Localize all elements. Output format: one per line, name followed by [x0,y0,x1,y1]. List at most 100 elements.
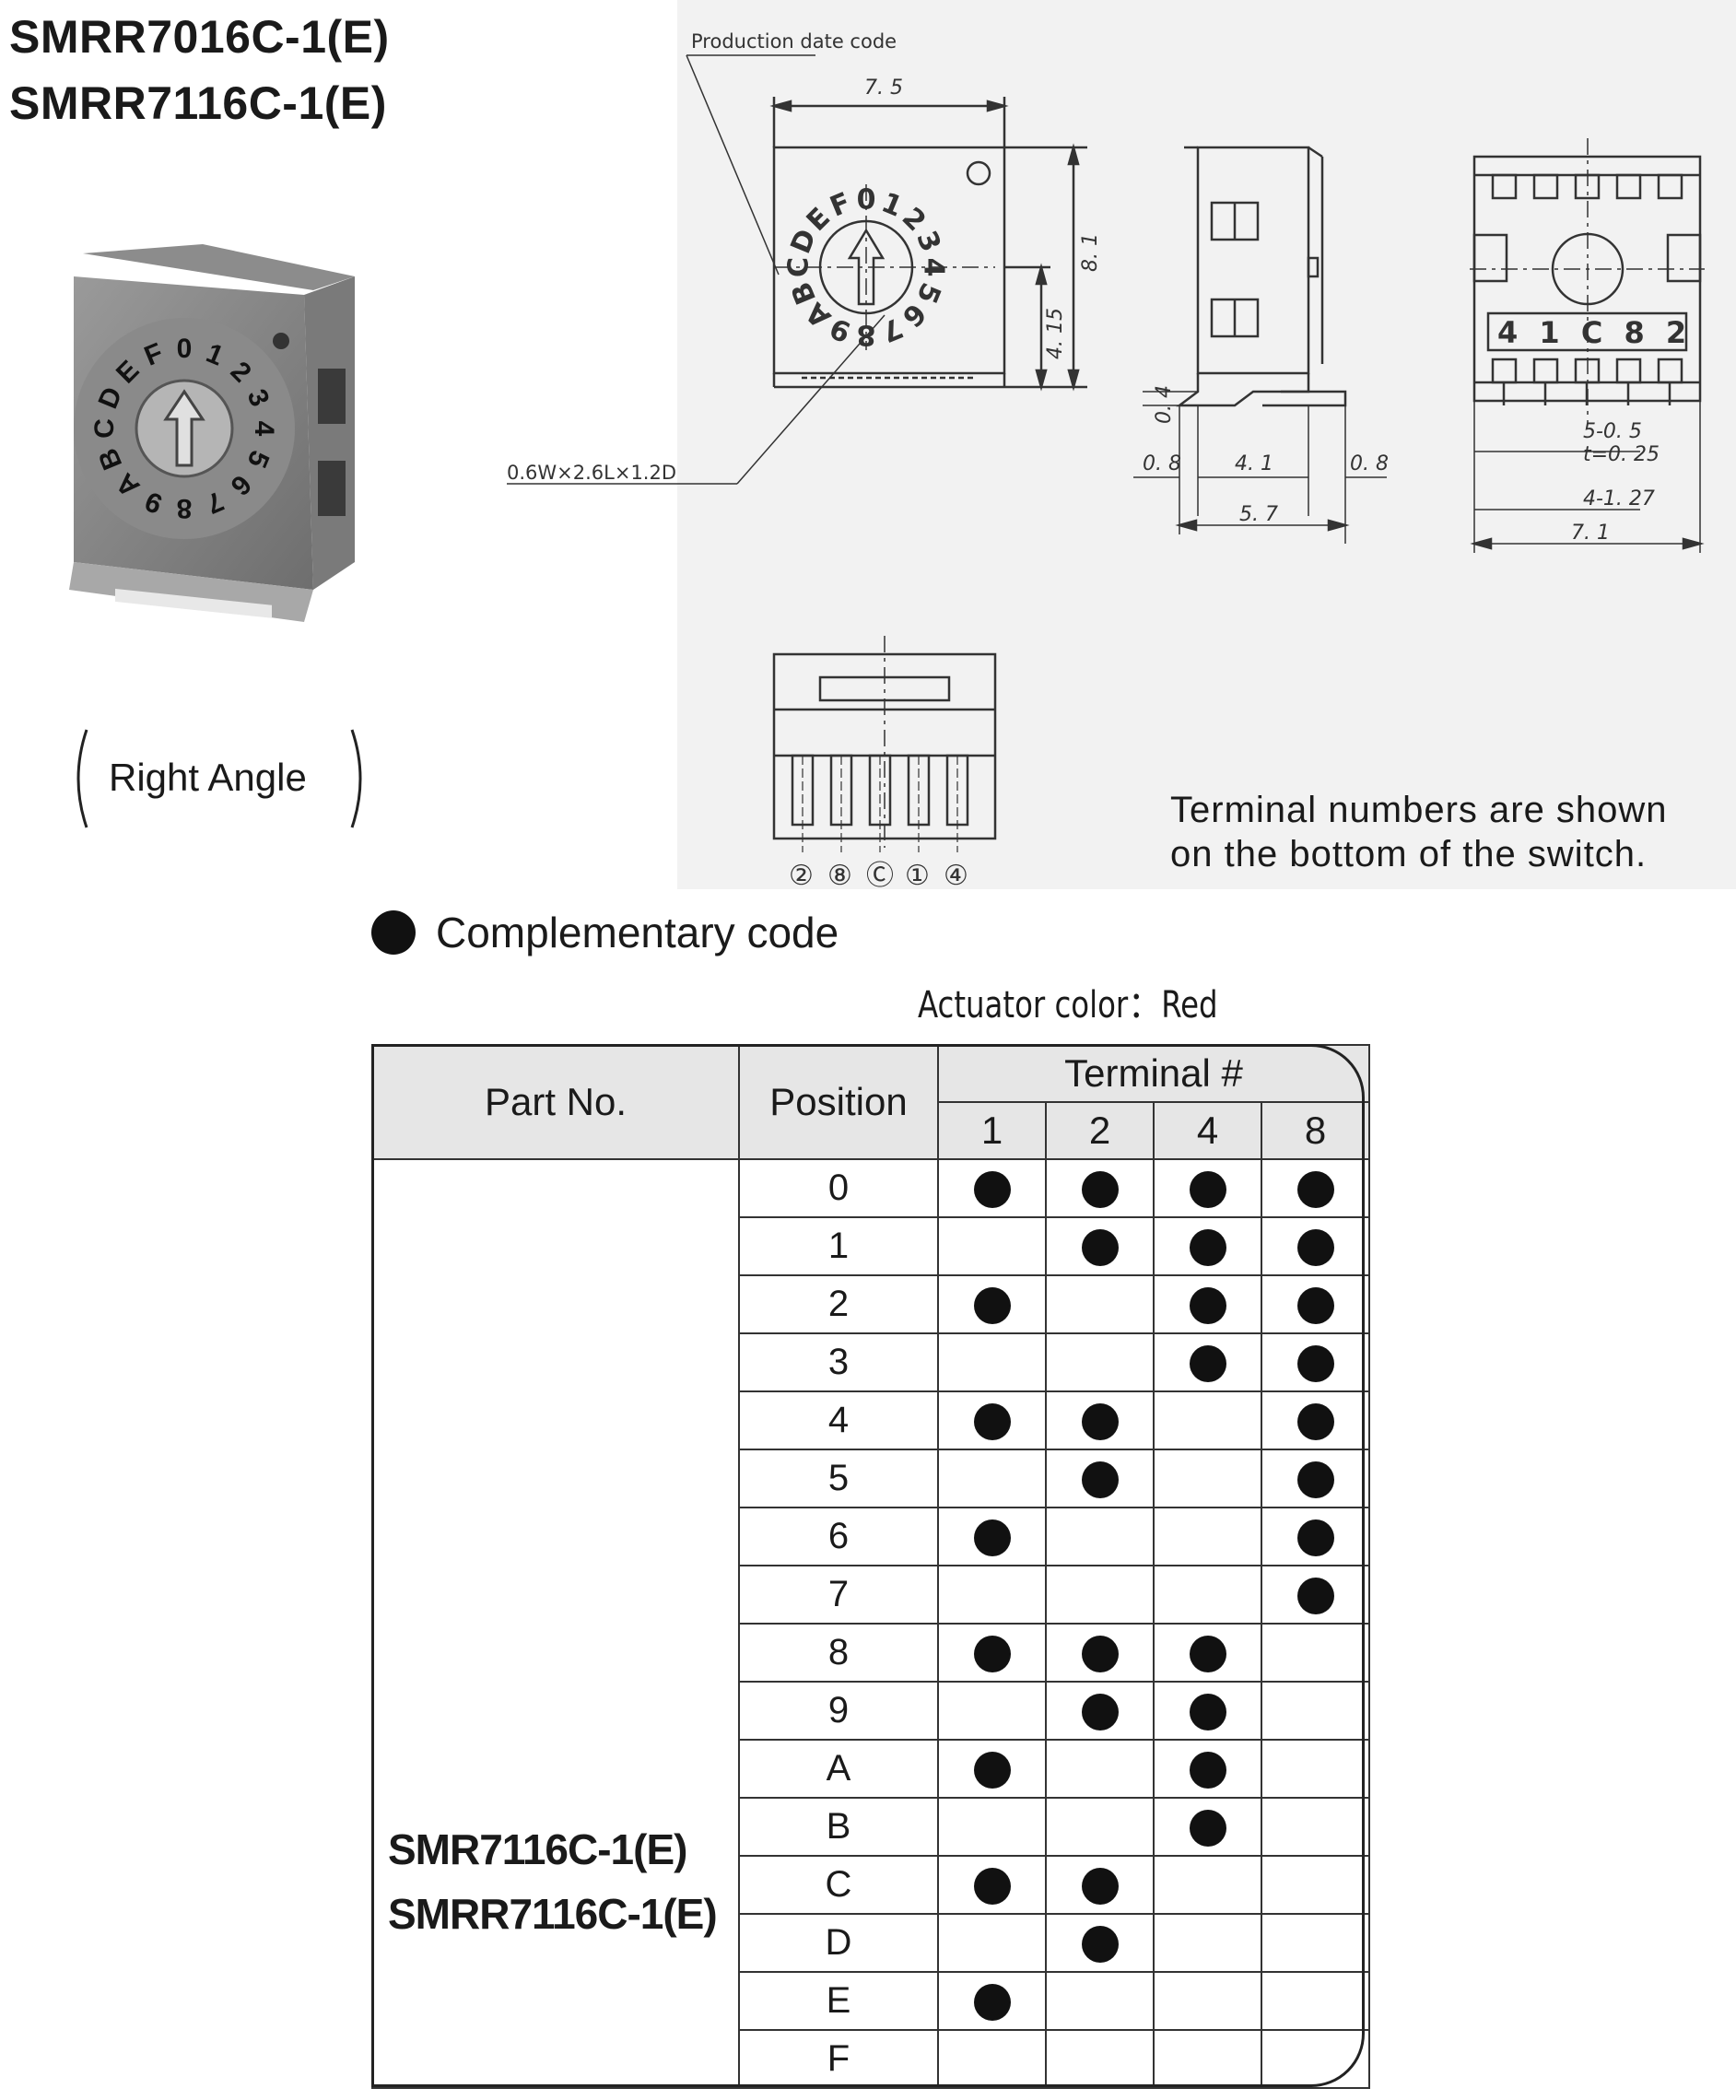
terminal-2-cell [1045,1623,1155,1683]
on-dot-icon [1296,1171,1334,1209]
terminal-4-cell [1153,1332,1262,1392]
header-part-no: Part No. [371,1044,740,1160]
terminal-8-cell [1261,1797,1370,1857]
terminal-8-cell [1261,1158,1370,1218]
position-cell: D [738,1913,939,1973]
position-cell: B [738,1797,939,1857]
terminal-8-cell [1261,1332,1370,1392]
dim-7-1: 7. 1 [1571,522,1610,545]
terminal-4-cell [1153,1623,1262,1683]
table-row: 1 [372,1216,1370,1276]
bottom-terminal-label: Ⓒ [866,860,894,889]
terminal-1-cell [937,1913,1047,1973]
table-row: 9 [372,1681,1370,1741]
dim-0-4: 0. 4 [1153,385,1176,424]
dial-character: 4 [249,421,279,437]
dim-5-7: 5. 7 [1239,503,1278,526]
position-cell: 2 [738,1274,939,1334]
part-titles: SMRR7016C-1(E) SMRR7116C-1(E) [9,4,390,136]
terminal-8-cell [1261,1681,1370,1741]
terminal-2-cell [1045,1449,1155,1508]
terminal-8-cell [1261,1565,1370,1625]
terminal-8-cell [1261,1971,1370,2031]
actuator-color: Actuator color：Red [918,984,1218,1027]
header-terminal-1: 1 [937,1101,1047,1160]
on-dot-icon [973,1984,1011,2022]
position-cell: F [738,2029,939,2089]
terminal-2-cell [1045,1332,1155,1392]
on-dot-icon [1081,1868,1119,1906]
dim-4-15: 4. 15 [1044,308,1067,359]
table-row: B [372,1797,1370,1857]
on-dot-icon [1189,1752,1226,1789]
terminal-1-cell [937,1274,1047,1334]
part-number: SMR7116C-1(E) [388,1825,687,1873]
on-dot-icon [1296,1461,1334,1499]
terminal-1-cell [937,2029,1047,2089]
position-cell: 3 [738,1332,939,1392]
table-row: 7 [372,1565,1370,1625]
on-dot-icon [1189,1171,1226,1209]
table-row: C [372,1855,1370,1915]
terminal-4-cell [1153,2029,1262,2089]
table-row: 3 [372,1332,1370,1392]
dim-7-5: 7. 5 [864,76,903,100]
position-cell: 0 [738,1158,939,1218]
terminal-1-cell [937,1216,1047,1276]
on-dot-icon [1296,1578,1334,1615]
terminal-1-cell [937,1565,1047,1625]
on-dot-icon [1081,1461,1119,1499]
on-dot-icon [1189,1694,1226,1731]
on-dot-icon [1189,1287,1226,1325]
terminal-4-cell [1153,1971,1262,2031]
terminal-8-cell [1261,1913,1370,1973]
terminal-note-line-2: on the bottom of the switch. [1170,834,1648,874]
on-dot-icon [1081,1926,1119,1964]
terminal-8-cell [1261,1216,1370,1276]
on-dot-icon [973,1868,1011,1906]
bullet-icon [371,910,416,955]
terminal-1-cell [937,1158,1047,1218]
terminal-4-cell [1153,1855,1262,1915]
table-row: E [372,1971,1370,2031]
on-dot-icon [973,1287,1011,1325]
terminal-2-cell [1045,1739,1155,1799]
table-row: 5 [372,1449,1370,1508]
terminal-1-cell [937,1971,1047,2031]
terminal-1-cell [937,1739,1047,1799]
on-dot-icon [1296,1519,1334,1557]
title-1: SMRR7016C-1(E) [9,11,390,63]
table-row: A [372,1739,1370,1799]
terminal-2-cell [1045,2029,1155,2089]
dim-8-1: 8. 1 [1079,233,1102,272]
terminal-1-cell [937,1681,1047,1741]
terminal-4-cell [1153,1739,1262,1799]
on-dot-icon [1189,1345,1226,1383]
on-dot-icon [973,1636,1011,1673]
terminal-8-cell [1261,2029,1370,2089]
right-angle-caption: Right Angle [74,728,369,829]
header-terminal: Terminal # [937,1044,1370,1103]
terminal-4-cell [1153,1913,1262,1973]
terminal-8-cell [1261,1449,1370,1508]
table-row: F [372,2029,1370,2089]
terminal-4-cell [1153,1797,1262,1857]
dial-character: 8 [857,319,876,351]
part-number-cell: SMR7116C-1(E) SMRR7116C-1(E) [371,1158,740,2089]
position-cell: 7 [738,1565,939,1625]
table-row: SMR7116C-1(E) SMRR7116C-1(E) 0 [371,1158,1370,2089]
terminal-1-cell [937,1855,1047,1915]
pad-spec: 0.6W×2.6L×1.2D [507,462,676,484]
terminal-2-cell [1045,1507,1155,1566]
on-dot-icon [1081,1403,1119,1441]
terminal-1-cell [937,1390,1047,1450]
terminal-4-cell [1153,1449,1262,1508]
part-number: SMRR7116C-1(E) [388,1890,718,1938]
terminal-1-cell [937,1507,1047,1566]
right-angle-label: Right Angle [109,756,307,799]
terminal-2-cell [1045,1158,1155,1218]
pin-spec-2: t=0. 25 [1583,443,1660,466]
